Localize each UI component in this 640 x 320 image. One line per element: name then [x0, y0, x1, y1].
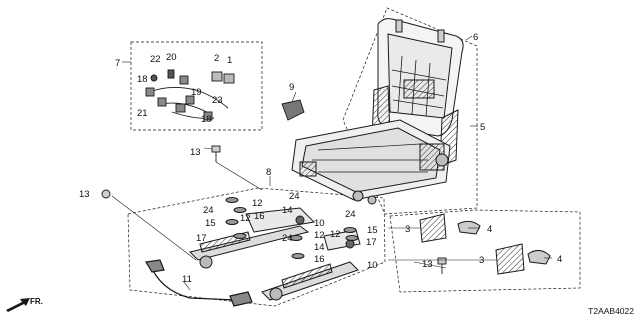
callout-8: 8	[266, 167, 271, 178]
callout-16a: 16	[254, 211, 265, 222]
harness-group-box	[130, 41, 263, 131]
callout-15a: 15	[205, 218, 216, 229]
callout-24d: 24	[345, 209, 356, 220]
callout-10b: 10	[367, 260, 378, 271]
callout-17a: 17	[196, 233, 207, 244]
callout-9: 9	[289, 82, 294, 93]
callout-24a: 24	[289, 191, 300, 202]
callout-12b: 12	[240, 213, 251, 224]
callout-16b: 16	[314, 254, 325, 265]
covers	[419, 213, 551, 275]
wire-11	[145, 259, 253, 307]
callout-12a: 12	[252, 198, 263, 209]
callout-20: 20	[166, 52, 177, 63]
callout-1: 1	[227, 55, 232, 66]
diagram-code: T2AAB4022	[588, 306, 634, 316]
callout-13c: 13	[422, 259, 433, 270]
callout-6: 6	[473, 32, 478, 43]
callout-14b: 14	[314, 242, 325, 253]
callout-22: 22	[150, 54, 161, 65]
callout-21: 21	[137, 108, 148, 119]
callout-18b: 18	[201, 114, 212, 125]
callout-10a: 10	[314, 218, 325, 229]
track-group-box	[127, 187, 386, 307]
callout-24c: 24	[282, 233, 293, 244]
callout-23: 23	[212, 95, 223, 106]
callout-12d: 12	[330, 229, 341, 240]
callout-14a: 14	[282, 205, 293, 216]
callout-11: 11	[182, 274, 192, 285]
callout-13a: 13	[190, 147, 201, 158]
bolt-13c	[437, 257, 447, 274]
callout-7: 7	[115, 58, 120, 69]
callout-15b: 15	[367, 225, 378, 236]
callout-2: 2	[214, 53, 219, 64]
callout-13b: 13	[79, 189, 90, 200]
seat-track	[189, 197, 361, 301]
callout-labels: 1 2 3 3 4 4 5 6 7 8 9 10 10 11 12 12 12 …	[79, 32, 562, 285]
callout-17b: 17	[366, 237, 377, 248]
front-direction-label: FR.	[30, 297, 43, 306]
bolt-13a	[211, 145, 221, 162]
front-direction-arrow: FR.	[6, 297, 43, 312]
callout-24b: 24	[203, 205, 214, 216]
bolts	[101, 145, 447, 274]
callout-19: 19	[191, 87, 202, 98]
callout-4a: 4	[487, 224, 492, 235]
harness-parts	[145, 69, 305, 121]
leader-lines	[111, 35, 552, 291]
callout-3b: 3	[479, 255, 484, 266]
cover-group-box	[389, 209, 581, 293]
callout-5: 5	[480, 122, 485, 133]
callout-18a: 18	[137, 74, 148, 85]
callout-4b: 4	[557, 254, 562, 265]
seat-frame	[291, 18, 464, 205]
callout-3a: 3	[405, 224, 410, 235]
bolt-13b	[101, 189, 111, 199]
callout-12c: 12	[314, 230, 325, 241]
